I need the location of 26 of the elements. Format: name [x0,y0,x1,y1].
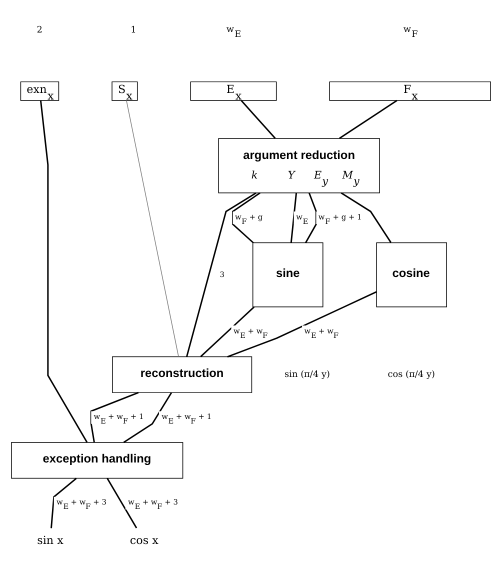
connector [340,192,392,243]
connector [240,100,276,139]
connector [305,192,317,244]
connector [186,192,257,357]
node-text: sin x [37,534,64,548]
connector [200,306,255,358]
label: cos (π/4 y) [388,370,435,380]
label: 2 [36,26,42,36]
node-box: reconstruction [112,356,252,393]
connector [90,392,139,442]
label: 1 [130,26,136,36]
connector [232,192,261,244]
connector [290,192,298,243]
edge-label: 3 [220,270,224,280]
node-box: sine [252,242,324,308]
connector [50,478,77,528]
connector [339,100,398,139]
label: sin (π/4 y) [284,370,330,380]
connector [126,100,179,358]
node-box: cosine [376,242,447,308]
node-text: cos x [130,534,158,548]
node-box: exception handling [11,442,184,479]
connector [227,291,377,358]
connector [123,392,172,443]
connector [40,100,88,443]
connector [106,478,138,528]
